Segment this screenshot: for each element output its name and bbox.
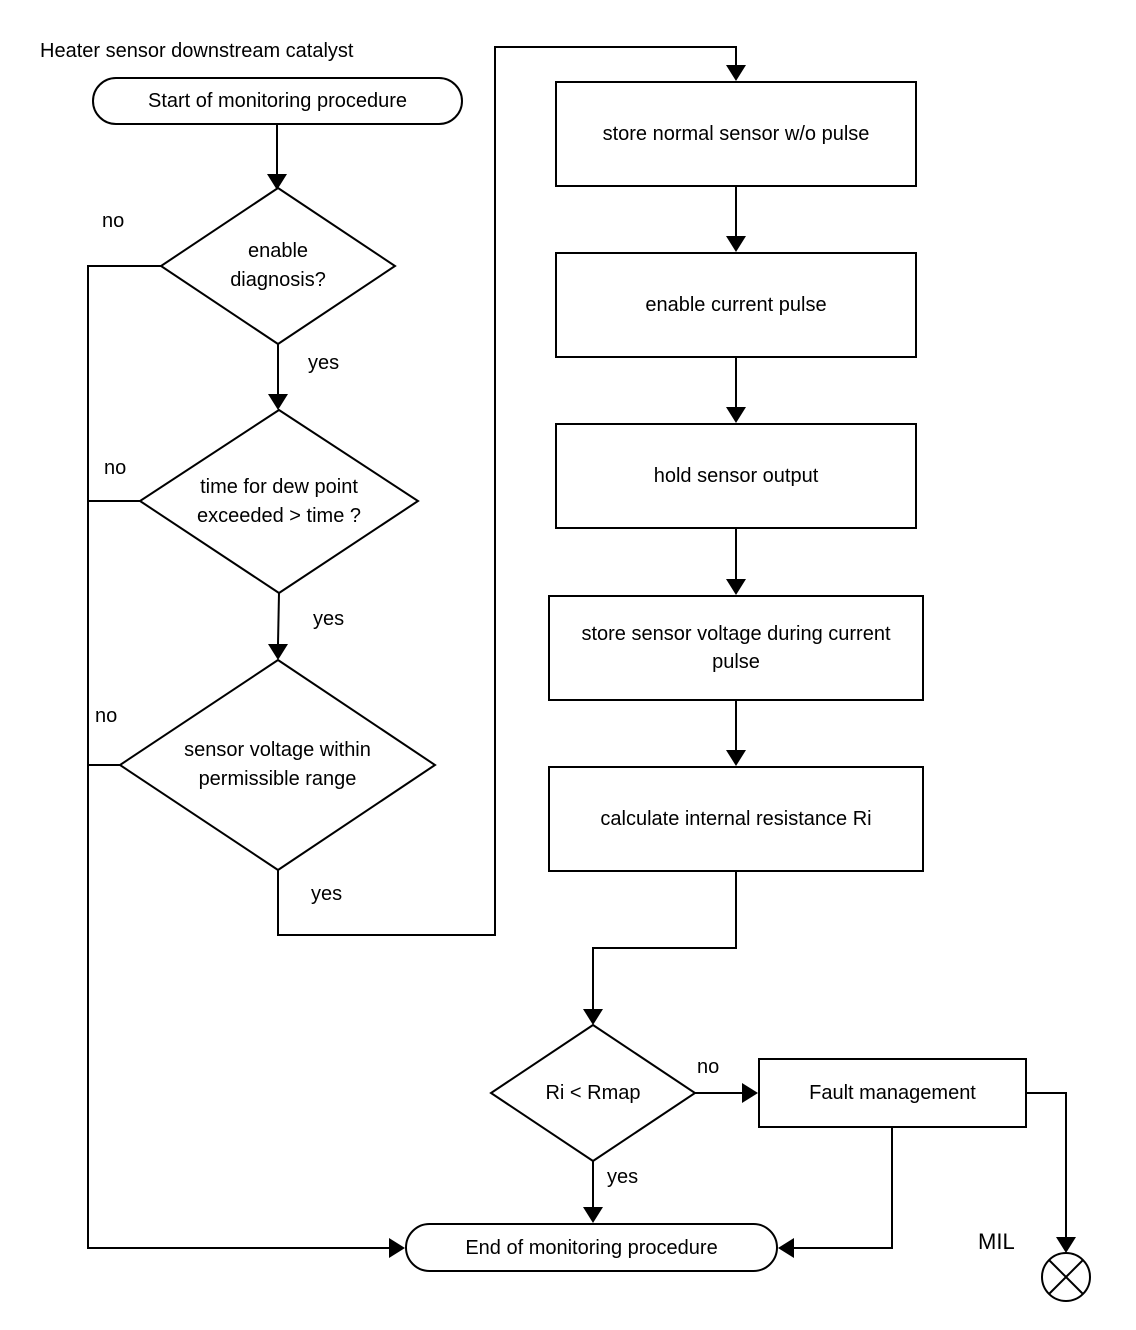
edge-label-d3-no: no (95, 705, 118, 727)
arrow-into-d2 (268, 394, 288, 410)
edge-fault-to-mil (1027, 1092, 1067, 1237)
edge-label-d1-yes: yes (308, 352, 340, 374)
process-enable-current-pulse: enable current pulse (555, 252, 917, 358)
decision-sensor-voltage-label: sensor voltage within permissible range (184, 739, 371, 790)
decision-dew-point: time for dew point exceeded > time ? (140, 410, 418, 593)
arrow-into-p5 (726, 750, 746, 766)
edge-p5-to-d4 (592, 872, 737, 1009)
process-calculate-ri-label: calculate internal resistance Ri (600, 808, 872, 830)
edge-label-d2-no: no (104, 457, 127, 479)
arrow-into-fault (742, 1083, 758, 1103)
decision-ri-rmap-label: Ri < Rmap (545, 1081, 641, 1104)
mil-label: MIL (978, 1229, 1015, 1254)
process-store-normal-sensor: store normal sensor w/o pulse (555, 81, 917, 187)
process-hold-sensor-output-label: hold sensor output (653, 465, 819, 487)
arrow-into-d1 (267, 174, 287, 190)
process-fault-management: Fault management (758, 1058, 1027, 1128)
arrow-into-p4 (726, 579, 746, 595)
decision-sensor-voltage-shape (118, 658, 437, 872)
edge-label-d4-no: no (697, 1056, 720, 1078)
process-enable-current-pulse-label: enable current pulse (645, 294, 827, 316)
arrow-into-end-left (389, 1238, 405, 1258)
process-store-sensor-voltage: store sensor voltage during current puls… (548, 595, 924, 701)
edge-label-d2-yes: yes (313, 608, 345, 630)
end-node-label: End of monitoring procedure (465, 1236, 718, 1259)
mil-lamp-icon (1041, 1252, 1091, 1302)
decision-sensor-voltage: sensor voltage within permissible range (120, 660, 435, 870)
process-store-normal-sensor-label: store normal sensor w/o pulse (602, 123, 870, 145)
decision-shapes (118, 186, 697, 1163)
arrow-into-d4 (583, 1009, 603, 1025)
arrow-into-end-right (778, 1238, 794, 1258)
decision-dew-point-label: time for dew point exceeded > time ? (197, 475, 361, 527)
connectors (87, 46, 1067, 1249)
process-store-sensor-voltage-label: store sensor voltage during current puls… (581, 623, 891, 673)
process-hold-sensor-output: hold sensor output (555, 423, 917, 529)
decision-enable-diagnosis-shape (159, 186, 397, 346)
arrow-into-mil (1056, 1237, 1076, 1253)
edge-d3-yes-to-p1 (277, 46, 737, 936)
arrow-into-d3 (268, 644, 288, 660)
decision-enable-diagnosis: enable diagnosis? (161, 188, 395, 344)
start-node-label: Start of monitoring procedure (147, 90, 408, 112)
edge-label-d4-yes: yes (607, 1166, 639, 1188)
decision-enable-diagnosis-label: enable diagnosis? (230, 240, 326, 291)
decision-ri-rmap-shape (489, 1023, 697, 1163)
process-fault-management-label: Fault management (809, 1082, 976, 1104)
arrowheads (267, 65, 1076, 1258)
arrow-into-p1 (726, 65, 746, 81)
edge-d2-yes (277, 592, 280, 645)
edge-fault-to-end (794, 1128, 893, 1249)
process-calculate-ri: calculate internal resistance Ri (548, 766, 924, 872)
start-node: Start of monitoring procedure (92, 77, 463, 125)
diagram-title: Heater sensor downstream catalyst (40, 40, 354, 62)
edge-label-d1-no: no (102, 210, 125, 232)
arrow-into-p2 (726, 236, 746, 252)
decision-dew-point-shape (138, 408, 420, 595)
end-node: End of monitoring procedure (405, 1223, 778, 1272)
arrow-into-p3 (726, 407, 746, 423)
decision-ri-rmap: Ri < Rmap (491, 1025, 695, 1161)
arrow-into-end-top (583, 1207, 603, 1223)
edge-label-d3-yes: yes (311, 883, 343, 905)
edge-no-rail (87, 265, 389, 1249)
